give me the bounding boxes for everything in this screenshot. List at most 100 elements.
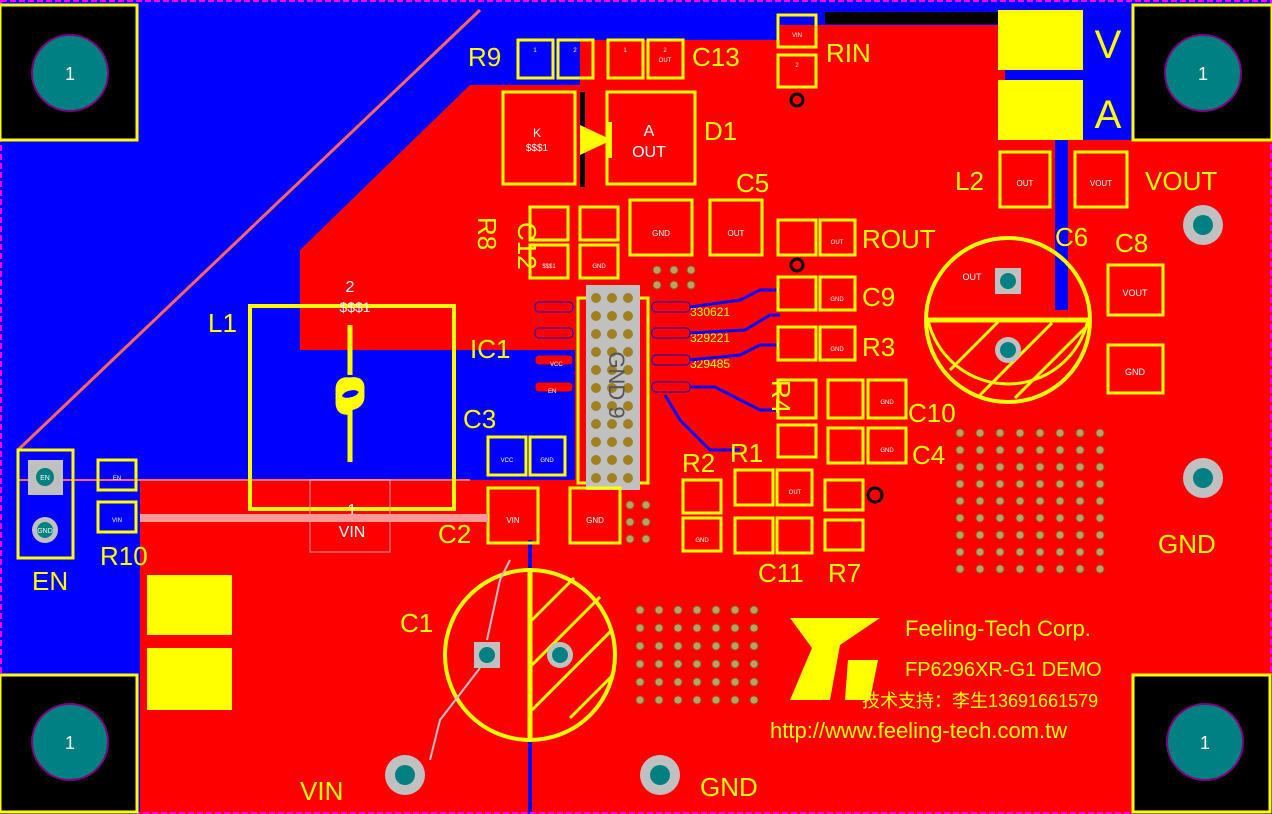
r3-label: R3 [862,332,895,362]
via [749,623,759,633]
via [749,641,759,651]
via [686,265,696,275]
v-pad [998,10,1083,70]
via [995,462,1005,472]
net-329485: 329485 [690,357,730,371]
via [692,659,702,669]
svg-text:GND: GND [695,538,709,544]
via [749,659,759,669]
via [1015,547,1025,557]
via [975,564,985,574]
via [652,280,662,290]
company-url[interactable]: http://www.feeling-tech.com.tw [770,718,1067,743]
via [1055,462,1065,472]
svg-text:GND: GND [37,528,53,535]
v-label: V [1095,23,1122,67]
vout-label: VOUT [1145,166,1217,196]
svg-text:1: 1 [65,64,75,84]
via [1035,445,1045,455]
c8-footprint: VOUT GND [1106,263,1165,395]
c6-label: C6 [1055,222,1088,252]
via [1055,530,1065,540]
via [654,605,664,615]
en-connector: EN GND [16,448,75,560]
gnd-right-label: GND [1158,529,1216,559]
c13-footprint: 1 2 OUT [606,38,685,80]
svg-text:GND: GND [830,297,844,303]
via [975,445,985,455]
svg-text:OUT: OUT [963,272,983,282]
c3-label: C3 [463,404,496,434]
svg-text:1: 1 [1198,64,1208,84]
via [635,695,645,705]
via [1015,530,1025,540]
via [673,623,683,633]
via [955,462,965,472]
via [692,623,702,633]
gnd-bottom-label: GND [700,772,758,802]
via [635,659,645,669]
diode-symbol-icon [580,125,612,155]
via [995,513,1005,523]
svg-text:OUT: OUT [789,490,802,496]
via [625,534,635,544]
via [641,517,651,527]
svg-text:GND: GND [880,400,894,406]
vin-pad-2 [147,648,232,710]
svg-text:GND: GND [1125,367,1146,377]
via-array-bottom [635,605,759,705]
via [654,641,664,651]
company-logo-icon [790,618,880,700]
via [692,677,702,687]
via [1015,564,1025,574]
svg-text:EN: EN [548,389,556,395]
via [1095,479,1105,489]
svg-text:1: 1 [348,502,357,519]
via [1015,428,1025,438]
gnd-terminal-bottom [640,755,680,795]
svg-text:VOUT: VOUT [1090,179,1112,188]
via [1035,479,1045,489]
via [955,564,965,574]
via [1075,479,1085,489]
via [975,547,985,557]
via [995,530,1005,540]
via [635,641,645,651]
gnd-terminal-right [1183,458,1223,498]
via [955,428,965,438]
via [635,623,645,633]
svg-text:2: 2 [573,48,577,54]
r10-label: R10 [100,541,148,571]
via [730,623,740,633]
header-strip [825,12,1005,24]
via [1035,496,1045,506]
via [669,280,679,290]
via [1055,428,1065,438]
r4-c10-c4-footprint: GND GND [776,378,908,465]
via [975,479,985,489]
via [669,265,679,275]
via [1095,496,1105,506]
c2-label: C2 [438,519,471,549]
via [692,641,702,651]
d1-label: D1 [704,116,737,146]
via-array-right [955,428,1105,574]
r7-label: R7 [828,558,861,588]
company-model: FP6296XR-G1 DEMO [905,659,1102,681]
r8-label: R8 [472,217,502,250]
c9-label: C9 [862,282,895,312]
svg-text:GND: GND [652,229,670,238]
svg-text:OUT: OUT [831,240,844,246]
company-support: 技术支持：李生13691661579 [862,691,1098,711]
via [730,605,740,615]
d1-footprint: K $$$1 A OUT [501,90,697,187]
r1-r2-c11-r7-footprint: OUT GND [681,468,884,555]
via [955,445,965,455]
svg-text:OUT: OUT [632,144,666,161]
c1-capacitor [429,559,617,761]
l2-footprint: OUT VOUT [998,150,1129,209]
r4-label: R4 [766,380,796,413]
